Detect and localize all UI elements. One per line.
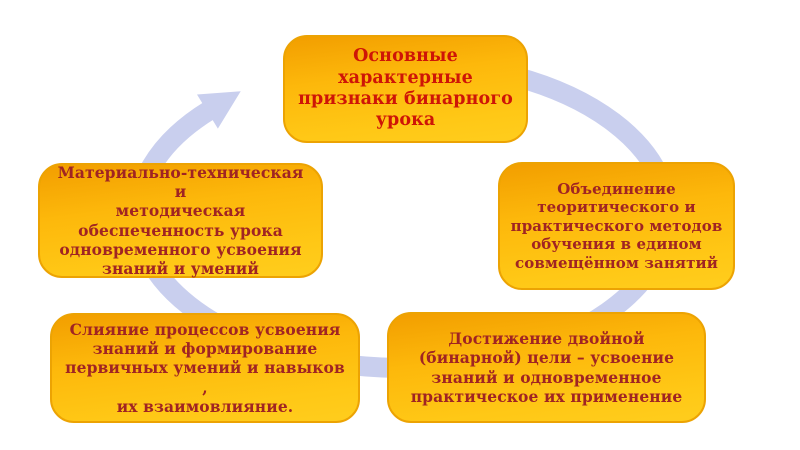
node-material-support: Материально-техническая и методическая о… <box>38 163 323 278</box>
node-processes-merging-label: Слияние процессов усвоения знаний и форм… <box>65 319 345 416</box>
node-methods-combination: Объединение теоритического и практическо… <box>498 162 735 290</box>
node-processes-merging: Слияние процессов усвоения знаний и форм… <box>50 313 360 423</box>
node-main-features: Основные характерные признаки бинарного … <box>283 35 528 143</box>
node-material-support-label: Материально-техническая и методическая о… <box>57 162 304 278</box>
node-double-goal: Достижение двойной (бинарной) цели – усв… <box>387 312 706 423</box>
node-double-goal-label: Достижение двойной (бинарной) цели – усв… <box>410 329 683 406</box>
node-main-features-label: Основные характерные признаки бинарного … <box>298 46 513 131</box>
node-methods-combination-label: Объединение теоритического и практическо… <box>510 179 723 272</box>
